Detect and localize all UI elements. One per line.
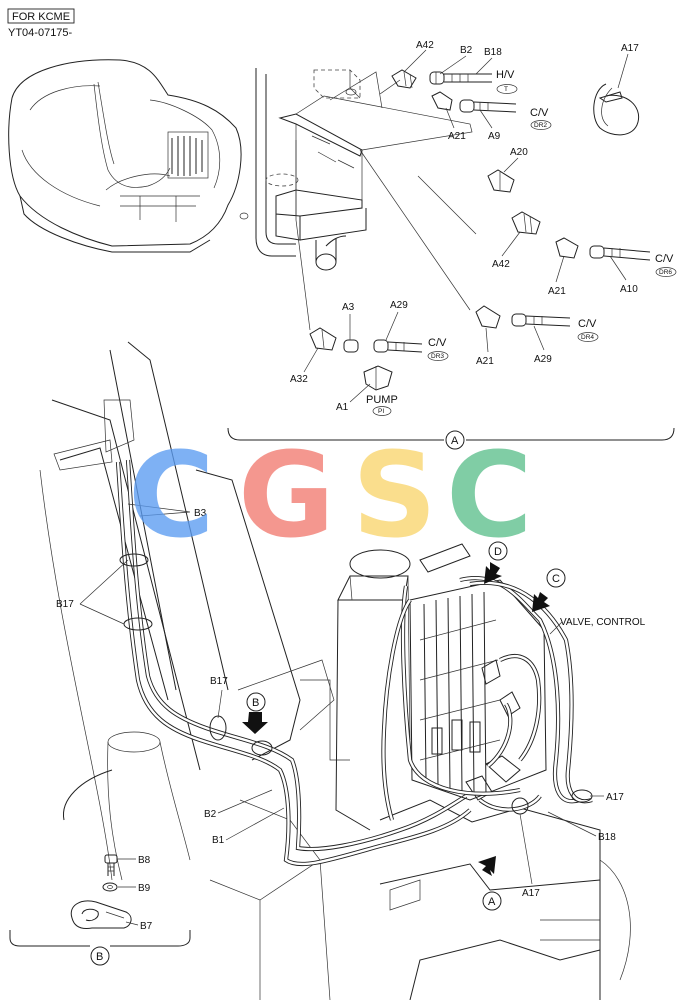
label-pump: PUMP bbox=[366, 394, 398, 406]
label-b18-main: B18 bbox=[598, 832, 616, 843]
cgsc-watermark: C G S C bbox=[128, 426, 533, 564]
label-a17-low: A17 bbox=[522, 888, 540, 899]
circle-d-main-letter: D bbox=[494, 546, 502, 558]
circle-a-main bbox=[482, 891, 502, 911]
arrow-c bbox=[532, 592, 550, 612]
cv4-tag-oval bbox=[577, 332, 599, 342]
tag-cv1: DR2 bbox=[534, 122, 547, 129]
tag-cv4: DR4 bbox=[581, 334, 594, 341]
detail-b-circle bbox=[90, 946, 110, 966]
label-b17-left: B17 bbox=[56, 599, 74, 610]
pump-tag-oval bbox=[372, 406, 392, 416]
machine-overview-illustration bbox=[8, 59, 249, 253]
a3-fitting bbox=[343, 339, 359, 353]
a1-elbow-fitting bbox=[363, 365, 393, 391]
label-a3: A3 bbox=[342, 302, 355, 313]
detail-b-circle-letter: B bbox=[96, 951, 103, 963]
label-valve-control: VALVE, CONTROL bbox=[560, 617, 646, 628]
label-a20: A20 bbox=[510, 147, 528, 158]
detail-a-assembly bbox=[227, 49, 677, 450]
arrow-d bbox=[484, 562, 502, 584]
label-a17-right: A17 bbox=[606, 792, 624, 803]
header-badge: FOR KCME bbox=[12, 11, 70, 23]
label-a29-left: A29 bbox=[390, 300, 408, 311]
tag-hv: T bbox=[504, 86, 508, 93]
a29-right-hose bbox=[511, 313, 571, 327]
detail-a-circle-letter: A bbox=[451, 435, 459, 447]
label-b18-top: B18 bbox=[484, 47, 502, 58]
label-b7: B7 bbox=[140, 921, 153, 932]
label-a1: A1 bbox=[336, 402, 349, 413]
label-b9: B9 bbox=[138, 883, 151, 894]
circle-c-main bbox=[546, 568, 566, 588]
label-a42-top: A42 bbox=[416, 40, 434, 51]
a21-top-fitting bbox=[431, 91, 453, 111]
detail-b-clamp-assembly bbox=[9, 854, 191, 966]
tag-cv3: DR3 bbox=[431, 353, 444, 360]
circle-b-main-letter: B bbox=[252, 697, 259, 709]
label-cv3: C/V bbox=[428, 337, 447, 349]
label-cv2: C/V bbox=[655, 253, 674, 265]
watermark-letter-s: S bbox=[352, 426, 437, 564]
b7-clamp bbox=[70, 900, 132, 929]
label-b3: B3 bbox=[194, 508, 207, 519]
watermark-letter-g: G bbox=[238, 426, 335, 564]
a21-low-fitting bbox=[475, 305, 501, 329]
label-b8: B8 bbox=[138, 855, 151, 866]
label-b2-main: B2 bbox=[204, 809, 217, 820]
label-a42-mid: A42 bbox=[492, 259, 510, 270]
circle-a-main-letter: A bbox=[488, 896, 496, 908]
circle-c-main-letter: C bbox=[552, 573, 560, 585]
label-a32: A32 bbox=[290, 374, 308, 385]
a42-mid-fitting bbox=[511, 211, 541, 235]
tag-pump: PI bbox=[378, 408, 384, 415]
a21-mid-fitting bbox=[555, 237, 579, 259]
a42-top-fitting bbox=[391, 69, 417, 89]
header-badge-box bbox=[7, 8, 75, 24]
main-hose-routing-view bbox=[39, 341, 631, 1000]
label-hv: H/V bbox=[496, 69, 515, 81]
label-cv4: C/V bbox=[578, 318, 597, 330]
label-a9: A9 bbox=[488, 131, 501, 142]
b2-fitting bbox=[429, 71, 445, 85]
cv2-tag-oval bbox=[655, 267, 677, 277]
detail-a-circle bbox=[445, 430, 465, 450]
arrow-b bbox=[242, 712, 268, 734]
document-code: YT04-07175- bbox=[8, 27, 73, 39]
hv-tag-oval bbox=[496, 84, 518, 94]
label-a21-top: A21 bbox=[448, 131, 466, 142]
label-b17-mid: B17 bbox=[210, 676, 228, 687]
watermark-letter-c2: C bbox=[446, 426, 533, 564]
label-cv1: C/V bbox=[530, 107, 549, 119]
a32-fitting bbox=[309, 327, 337, 351]
label-b2-top: B2 bbox=[460, 45, 473, 56]
a29-left-hose bbox=[373, 339, 423, 353]
label-a21-mid: A21 bbox=[548, 286, 566, 297]
label-a10: A10 bbox=[620, 284, 638, 295]
a10-hose bbox=[589, 245, 651, 261]
a17-band-clamp bbox=[593, 83, 640, 136]
tag-cv2: DR6 bbox=[659, 269, 672, 276]
label-a17-top: A17 bbox=[621, 43, 639, 54]
label-b1-main: B1 bbox=[212, 835, 225, 846]
cv3-tag-oval bbox=[427, 351, 449, 361]
label-a29-right: A29 bbox=[534, 354, 552, 365]
label-a21-low: A21 bbox=[476, 356, 494, 367]
watermark-letter-c1: C bbox=[128, 426, 215, 564]
circle-d-main bbox=[488, 541, 508, 561]
arrow-a bbox=[478, 856, 496, 876]
cv1-tag-oval bbox=[530, 120, 552, 130]
b18-hose-hv bbox=[444, 73, 492, 83]
circle-b-main bbox=[246, 692, 266, 712]
b9-washer bbox=[102, 882, 118, 892]
a20-fitting bbox=[487, 169, 515, 193]
a9-hose bbox=[459, 99, 517, 113]
